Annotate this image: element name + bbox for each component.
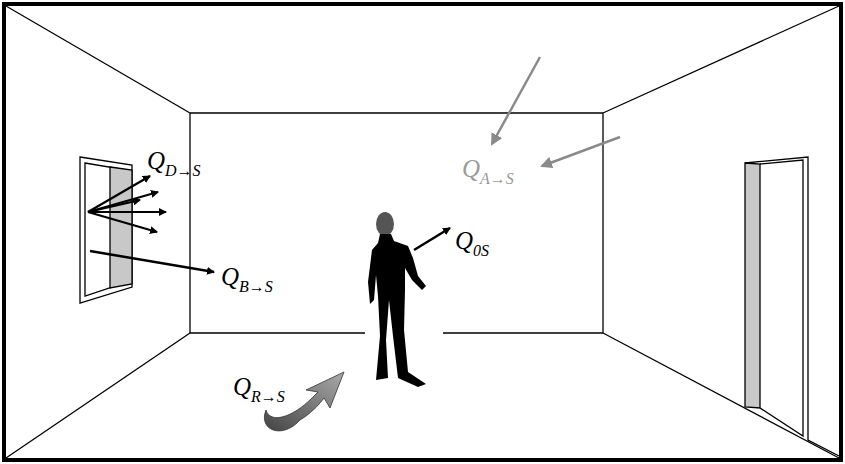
flux-label: Q0S (455, 228, 489, 259)
flux-label: QB→S (221, 264, 273, 295)
flux-label: QD→S (147, 148, 201, 179)
flux-label: QR→S (233, 374, 285, 405)
flux-label: QA→S (462, 156, 514, 187)
